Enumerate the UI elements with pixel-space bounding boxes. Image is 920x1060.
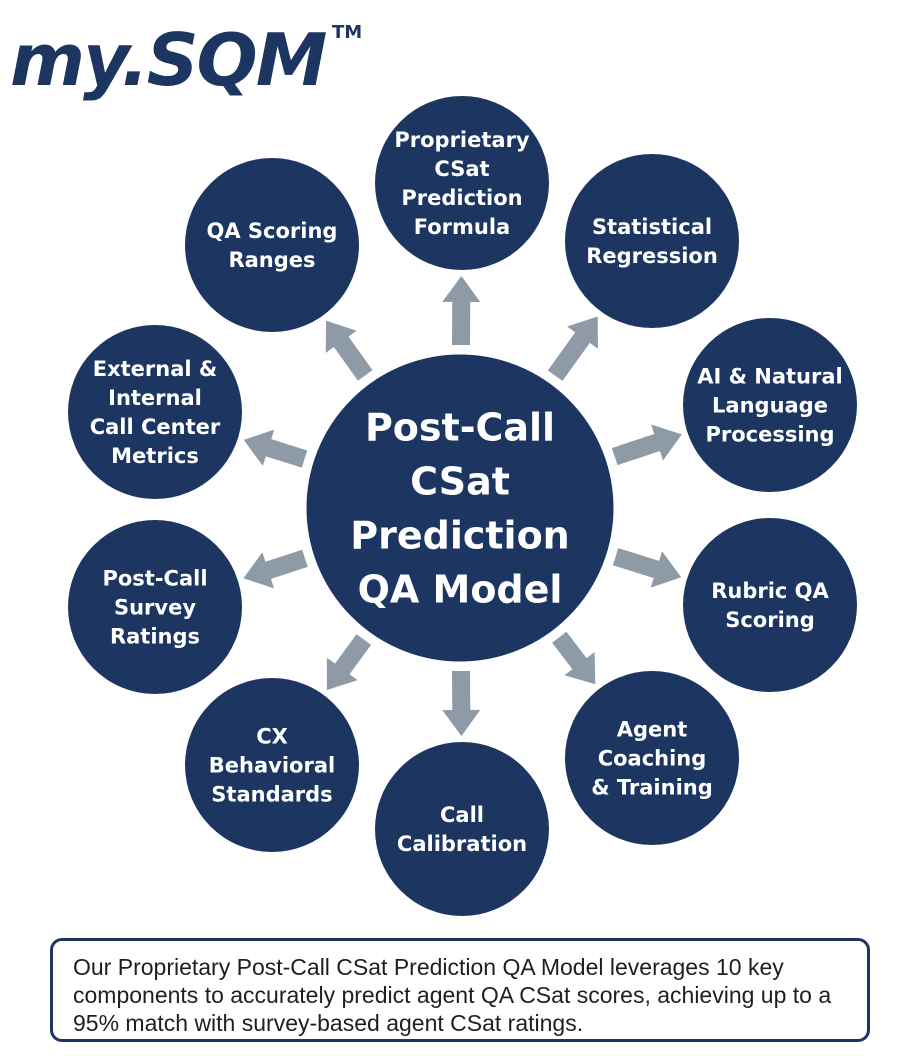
- arrow-cx-behavioral: [326, 634, 372, 690]
- node-rubric-qa-scoring: [683, 518, 857, 692]
- node-agent-coaching-label-line: & Training: [591, 776, 713, 800]
- node-call-center-metrics-label-line: Internal: [108, 386, 202, 410]
- node-call-calibration-label-line: Calibration: [397, 832, 527, 856]
- node-ai-nlp-label-line: Processing: [705, 423, 834, 447]
- arrow-head: [326, 657, 358, 690]
- arrow-ai-nlp: [611, 424, 682, 466]
- node-cx-behavioral: [185, 678, 359, 852]
- node-statistical-regression-label-line: Regression: [586, 244, 718, 268]
- center-label-line: QA Model: [358, 568, 563, 612]
- node-call-calibration: [375, 742, 549, 916]
- arrow-post-call-survey: [243, 549, 308, 589]
- center-label-line: Prediction: [350, 514, 569, 558]
- arrow-head: [325, 320, 357, 353]
- logo-wordmark: my.SQM: [10, 18, 327, 102]
- node-rubric-qa-scoring-label-line: Rubric QA: [711, 579, 829, 603]
- node-call-calibration-label-line: Call: [440, 803, 484, 827]
- arrow-rubric-qa-scoring: [612, 548, 682, 588]
- arrow-shaft: [547, 330, 591, 381]
- node-agent-coaching: [565, 671, 739, 845]
- node-post-call-survey-label-line: Survey: [114, 596, 196, 620]
- center-label-line: CSat: [410, 460, 510, 504]
- node-cx-behavioral-label-line: Standards: [211, 783, 332, 807]
- center-label-line: Post-Call: [365, 406, 555, 450]
- arrow-head: [243, 552, 275, 589]
- mysqm-logo: my.SQM TM: [10, 10, 370, 110]
- arrow-statistical-regression: [547, 316, 598, 381]
- arrow-call-center-metrics: [243, 429, 308, 468]
- arrow-shaft: [611, 433, 662, 466]
- arrow-shaft: [452, 299, 471, 346]
- node-post-call-survey: [68, 520, 242, 694]
- node-ai-nlp: [683, 318, 857, 492]
- node-proprietary-formula-label-line: Prediction: [401, 186, 522, 210]
- node-qa-scoring-ranges-label-line: QA Scoring: [207, 219, 338, 243]
- node-cx-behavioral-label-line: Behavioral: [209, 754, 335, 778]
- node-ai-nlp-label-line: AI & Natural: [697, 365, 842, 389]
- node-post-call-survey-label-line: Ratings: [110, 625, 200, 649]
- node-proprietary-formula-label-line: Formula: [414, 215, 510, 239]
- arrow-shaft: [612, 548, 662, 579]
- node-call-center-metrics-label-line: Metrics: [111, 444, 199, 468]
- arrow-head: [651, 424, 682, 461]
- arrow-shaft: [333, 634, 372, 676]
- arrow-shaft: [332, 334, 373, 381]
- node-rubric-qa-scoring-label-line: Scoring: [725, 608, 815, 632]
- node-call-center-metrics: [68, 325, 242, 499]
- arrow-shaft: [552, 631, 588, 671]
- node-statistical-regression: [565, 154, 739, 328]
- node-call-center-metrics-label-line: Call Center: [90, 415, 221, 439]
- arrow-proprietary-formula: [442, 275, 481, 346]
- node-proprietary-formula: [375, 96, 549, 270]
- node-call-center-metrics-label-line: External &: [93, 357, 217, 381]
- node-post-call-survey-label-line: Post-Call: [102, 567, 207, 591]
- arrow-head: [243, 429, 275, 466]
- node-qa-scoring-ranges: [185, 158, 359, 332]
- node-agent-coaching-label-line: Agent: [617, 718, 688, 742]
- node-agent-coaching-label-line: Coaching: [598, 747, 707, 771]
- node-qa-scoring-ranges-label-line: Ranges: [228, 248, 315, 272]
- node-ai-nlp-label-line: Language: [712, 394, 828, 418]
- arrow-call-calibration: [442, 670, 481, 737]
- node-cx-behavioral-label-line: CX: [256, 725, 288, 749]
- node-proprietary-formula-label-line: CSat: [434, 157, 489, 181]
- arrow-head: [567, 316, 598, 349]
- node-proprietary-formula-label-line: Proprietary: [394, 128, 530, 152]
- summary-text: Our Proprietary Post-Call CSat Predictio…: [73, 954, 832, 1036]
- arrow-shaft: [452, 670, 471, 713]
- arrow-head: [650, 551, 682, 588]
- summary-box: Our Proprietary Post-Call CSat Predictio…: [50, 938, 870, 1042]
- arrow-shaft: [263, 438, 308, 468]
- node-statistical-regression-label-line: Statistical: [592, 215, 712, 239]
- arrow-shaft: [263, 549, 308, 580]
- arrow-agent-coaching: [552, 631, 596, 685]
- arrow-head: [442, 275, 481, 303]
- arrow-head: [564, 652, 596, 685]
- center-circle: [303, 351, 617, 665]
- logo-trademark: TM: [332, 22, 363, 43]
- arrow-head: [442, 709, 481, 737]
- arrow-qa-scoring-ranges: [325, 320, 373, 381]
